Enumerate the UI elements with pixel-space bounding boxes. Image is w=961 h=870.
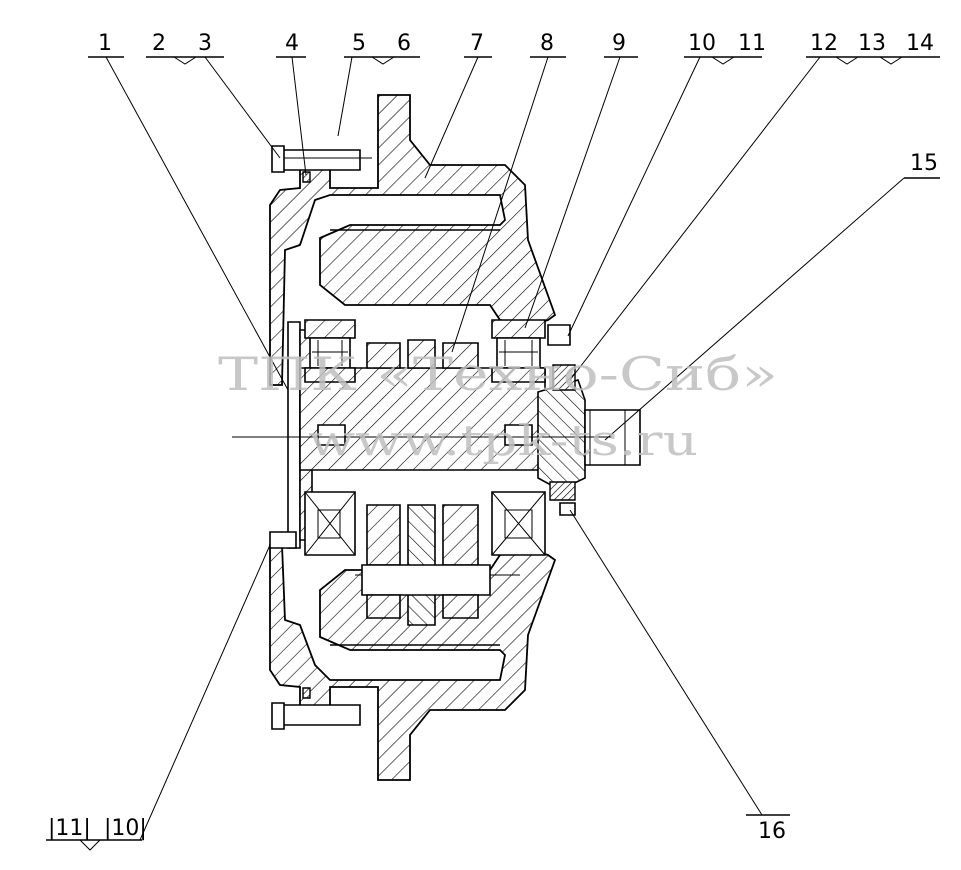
callout-14: 14 <box>906 31 934 56</box>
callout-16: 16 <box>758 819 786 844</box>
callout-11: 11 <box>738 31 766 56</box>
housing <box>269 94 557 781</box>
bearings <box>304 319 546 556</box>
callout-12: 12 <box>810 31 838 56</box>
callout-2: 2 <box>152 31 166 56</box>
gears <box>361 339 491 626</box>
leader-lines <box>46 56 940 851</box>
callout-bottom-10: |10| <box>104 816 147 841</box>
seals <box>302 171 576 699</box>
callout-4: 4 <box>285 31 299 56</box>
callout-5: 5 <box>352 31 366 56</box>
callout-13: 13 <box>858 31 886 56</box>
watermark-company: ТПК «Техно-Сиб» <box>218 347 778 401</box>
callout-7: 7 <box>470 31 484 56</box>
watermark-url: www.tpk-ts.ru <box>308 416 698 465</box>
watermark: ТПК «Техно-Сиб» www.tpk-ts.ru <box>218 347 778 465</box>
shaft <box>299 367 641 491</box>
callout-6: 6 <box>397 31 411 56</box>
callout-10: 10 <box>688 31 716 56</box>
callout-numbers: 1 2 3 4 5 6 7 8 9 10 11 12 13 14 15 16 |… <box>48 31 938 844</box>
callout-3: 3 <box>198 31 212 56</box>
callout-bottom-11: |11| <box>48 816 91 841</box>
callout-15: 15 <box>910 151 938 176</box>
callout-8: 8 <box>540 31 554 56</box>
callout-9: 9 <box>612 31 626 56</box>
callout-1: 1 <box>98 31 112 56</box>
